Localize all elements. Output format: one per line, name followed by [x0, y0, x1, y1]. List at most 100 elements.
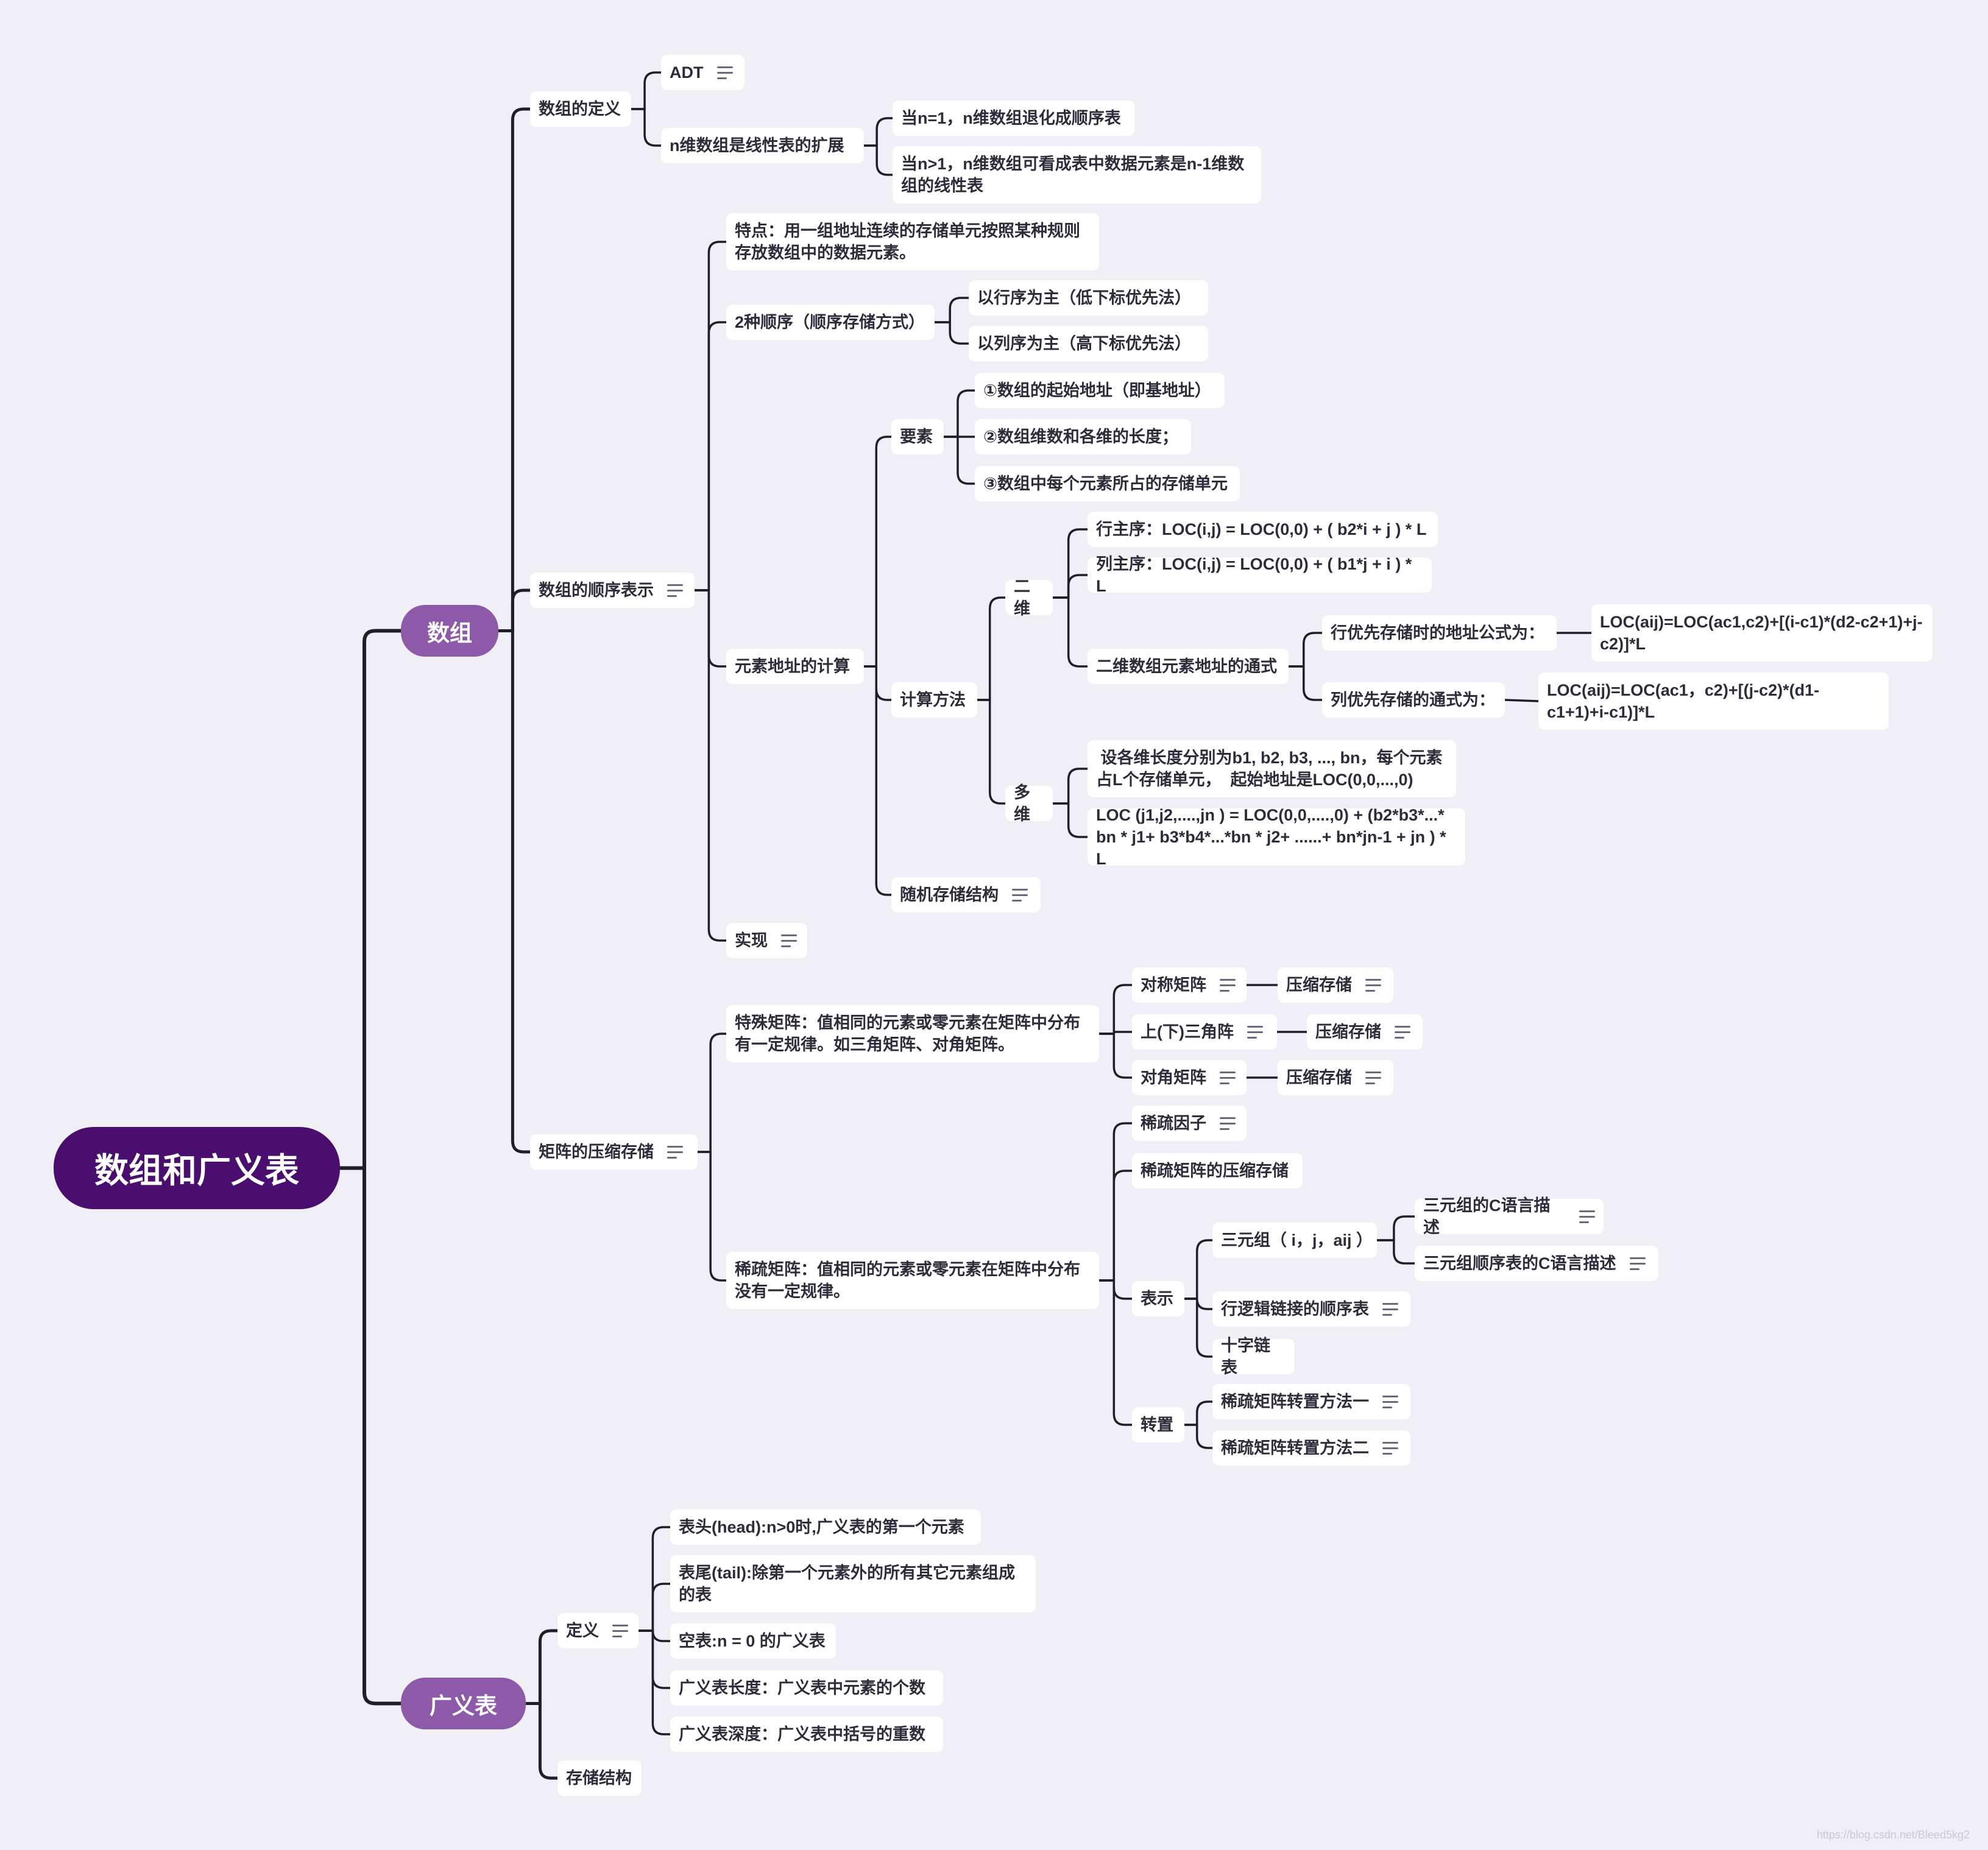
- node-s-e3[interactable]: ③数组中每个元素所占的存储单元: [975, 466, 1240, 501]
- node-m-trans2[interactable]: 稀疏矩阵转置方法二: [1212, 1430, 1410, 1466]
- node-m-sparse[interactable]: 稀疏矩阵：值相同的元素或零元素在矩阵中分布没有一定规律。: [726, 1252, 1099, 1309]
- node-s-col[interactable]: 以列序为主（高下标优先法）: [969, 326, 1208, 361]
- node-a-ngt1[interactable]: 当n>1，n维数组可看成表中数据元素是n-1维数组的线性表: [893, 146, 1261, 203]
- node-label: 压缩存储: [1315, 1023, 1381, 1041]
- note-icon[interactable]: [1220, 1071, 1236, 1084]
- node-a-n1[interactable]: 当n=1，n维数组退化成顺序表: [893, 101, 1134, 136]
- note-icon[interactable]: [1365, 978, 1381, 992]
- node-m-trans[interactable]: 转置: [1132, 1407, 1184, 1442]
- node-s-e2[interactable]: ②数组维数和各维的长度；: [975, 419, 1191, 454]
- node-label: 特点：用一组地址连续的存储单元按照某种规则存放数组中的数据元素。: [735, 222, 1080, 262]
- node-s-2d-row[interactable]: 行主序：LOC(i,j) = LOC(0,0) + ( b2*i + j ) *…: [1088, 512, 1438, 547]
- connector: [977, 699, 1005, 805]
- note-icon[interactable]: [1382, 1441, 1398, 1455]
- node-m-trans1[interactable]: 稀疏矩阵转置方法一: [1212, 1384, 1410, 1419]
- node-s-md[interactable]: 多维: [1005, 783, 1053, 824]
- node-label: 表头(head):n>0时,广义表的第一个元素: [679, 1518, 964, 1536]
- node-label: 表尾(tail):除第一个元素外的所有其它元素组成的表: [679, 1564, 1015, 1604]
- node-m-spec[interactable]: 特殊矩阵：值相同的元素或零元素在矩阵中分布有一定规律。如三角矩阵、对角矩阵。: [726, 1005, 1099, 1062]
- node-s-2d-col[interactable]: 列主序：LOC(i,j) = LOC(0,0) + ( b1*j + i ) *…: [1088, 555, 1432, 595]
- node-a-def[interactable]: 数组的定义: [530, 91, 631, 127]
- node-label: 压缩存储: [1286, 1068, 1352, 1087]
- node-g-len[interactable]: 广义表长度：广义表中元素的个数: [670, 1670, 943, 1706]
- note-icon[interactable]: [612, 1624, 628, 1637]
- node-g-head[interactable]: 表头(head):n>0时,广义表的第一个元素: [670, 1509, 981, 1545]
- note-icon[interactable]: [1382, 1395, 1398, 1408]
- node-label: 对称矩阵: [1141, 976, 1206, 994]
- node-g-store[interactable]: 存储结构: [557, 1760, 642, 1796]
- node-n-arr[interactable]: 数组: [401, 605, 498, 657]
- node-label: 上(下)三角阵: [1141, 1023, 1234, 1041]
- node-g-def[interactable]: 定义: [557, 1613, 638, 1648]
- node-m-triple[interactable]: 三元组（ i，j，aij ）: [1212, 1223, 1377, 1258]
- node-a-ext[interactable]: n维数组是线性表的扩展: [661, 128, 864, 163]
- node-label: 实现: [735, 931, 768, 950]
- node-label: 定义: [566, 1622, 599, 1640]
- node-s-elem[interactable]: 要素: [891, 419, 944, 454]
- node-s-md-2[interactable]: LOC (j1,j2,....,jn ) = LOC(0,0,....,0) +…: [1088, 806, 1465, 868]
- node-label: 稀疏矩阵：值相同的元素或零元素在矩阵中分布没有一定规律。: [735, 1260, 1080, 1301]
- node-label: n维数组是线性表的扩展: [670, 136, 844, 155]
- note-icon[interactable]: [1365, 1071, 1381, 1084]
- node-s-addr[interactable]: 元素地址的计算: [726, 649, 864, 684]
- node-label: 矩阵的压缩存储: [539, 1143, 654, 1161]
- node-m-tri-c[interactable]: 压缩存储: [1307, 1014, 1423, 1050]
- node-label: 稀疏矩阵转置方法二: [1221, 1439, 1369, 1457]
- note-icon[interactable]: [1220, 1117, 1236, 1130]
- note-icon[interactable]: [667, 584, 683, 597]
- node-root[interactable]: 数组和广义表: [54, 1127, 340, 1209]
- node-s-colf-v[interactable]: LOC(aij)=LOC(ac1，c2)+[(j-c2)*(d1-c1+1)+i…: [1538, 673, 1889, 730]
- node-s-feat[interactable]: 特点：用一组地址连续的存储单元按照某种规则存放数组中的数据元素。: [726, 213, 1099, 270]
- note-icon[interactable]: [1382, 1302, 1398, 1316]
- node-s-impl[interactable]: 实现: [726, 923, 807, 958]
- node-label: 要素: [900, 428, 933, 446]
- node-g-tail[interactable]: 表尾(tail):除第一个元素外的所有其它元素组成的表: [670, 1555, 1036, 1612]
- node-a-seq[interactable]: 数组的顺序表示: [530, 573, 695, 608]
- node-s-row[interactable]: 以行序为主（低下标优先法）: [969, 280, 1208, 316]
- note-icon[interactable]: [1220, 978, 1236, 992]
- node-m-sym[interactable]: 对称矩阵: [1132, 967, 1247, 1003]
- node-s-colf[interactable]: 列优先存储的通式为：: [1322, 682, 1505, 718]
- node-m-spcomp[interactable]: 稀疏矩阵的压缩存储: [1132, 1153, 1303, 1188]
- node-s-2d-gen[interactable]: 二维数组元素地址的通式: [1088, 649, 1289, 684]
- note-icon[interactable]: [1629, 1257, 1646, 1270]
- node-label: 二维: [1014, 577, 1030, 618]
- node-label: 三元组的C语言描述: [1423, 1196, 1551, 1237]
- node-n-glist[interactable]: 广义表: [401, 1678, 526, 1729]
- note-icon[interactable]: [716, 66, 733, 79]
- node-g-depth[interactable]: 广义表深度：广义表中括号的重数: [670, 1717, 943, 1752]
- node-m-triple-seq[interactable]: 三元组顺序表的C语言描述: [1415, 1246, 1658, 1281]
- node-m-diag-c[interactable]: 压缩存储: [1278, 1060, 1393, 1095]
- node-m-cross[interactable]: 十字链表: [1212, 1336, 1295, 1377]
- node-m-comp[interactable]: 矩阵的压缩存储: [530, 1134, 698, 1170]
- node-m-tri[interactable]: 上(下)三角阵: [1132, 1014, 1277, 1050]
- node-s-md-1[interactable]: 设各维长度分别为b1, b2, b3, ..., bn，每个元素占L个存储单元，…: [1088, 740, 1456, 797]
- node-m-rowlink[interactable]: 行逻辑链接的顺序表: [1212, 1291, 1410, 1327]
- note-icon[interactable]: [1579, 1210, 1595, 1223]
- node-m-factor[interactable]: 稀疏因子: [1132, 1106, 1247, 1141]
- node-s-e1[interactable]: ①数组的起始地址（即基地址）: [975, 373, 1225, 408]
- node-label: 稀疏矩阵转置方法一: [1221, 1393, 1369, 1411]
- node-s-two[interactable]: 2种顺序（顺序存储方式）: [726, 305, 935, 340]
- connector: [1099, 1033, 1132, 1079]
- node-g-empty[interactable]: 空表:n = 0 的广义表: [670, 1623, 836, 1659]
- node-a-adt[interactable]: ADT: [661, 55, 745, 90]
- note-icon[interactable]: [781, 934, 797, 947]
- note-icon[interactable]: [1012, 888, 1028, 902]
- node-m-diag[interactable]: 对角矩阵: [1132, 1060, 1247, 1095]
- note-icon[interactable]: [667, 1145, 683, 1159]
- node-s-rand[interactable]: 随机存储结构: [891, 877, 1041, 913]
- node-label: 广义表: [430, 1693, 497, 1718]
- connector: [1053, 528, 1088, 599]
- node-m-repr[interactable]: 表示: [1132, 1281, 1184, 1316]
- node-s-2d[interactable]: 二维: [1005, 577, 1053, 618]
- note-icon[interactable]: [1395, 1025, 1410, 1039]
- note-icon[interactable]: [1247, 1025, 1263, 1039]
- node-s-rowf[interactable]: 行优先存储时的地址公式为：: [1322, 615, 1557, 651]
- node-s-calc[interactable]: 计算方法: [891, 682, 977, 718]
- node-s-rowf-v[interactable]: LOC(aij)=LOC(ac1,c2)+[(i-c1)*(d2-c2+1)+j…: [1591, 604, 1933, 662]
- node-label: 数组的定义: [539, 100, 621, 118]
- node-m-triple-c[interactable]: 三元组的C语言描述: [1415, 1196, 1604, 1237]
- node-label: 对角矩阵: [1141, 1068, 1206, 1087]
- node-m-sym-c[interactable]: 压缩存储: [1278, 967, 1393, 1003]
